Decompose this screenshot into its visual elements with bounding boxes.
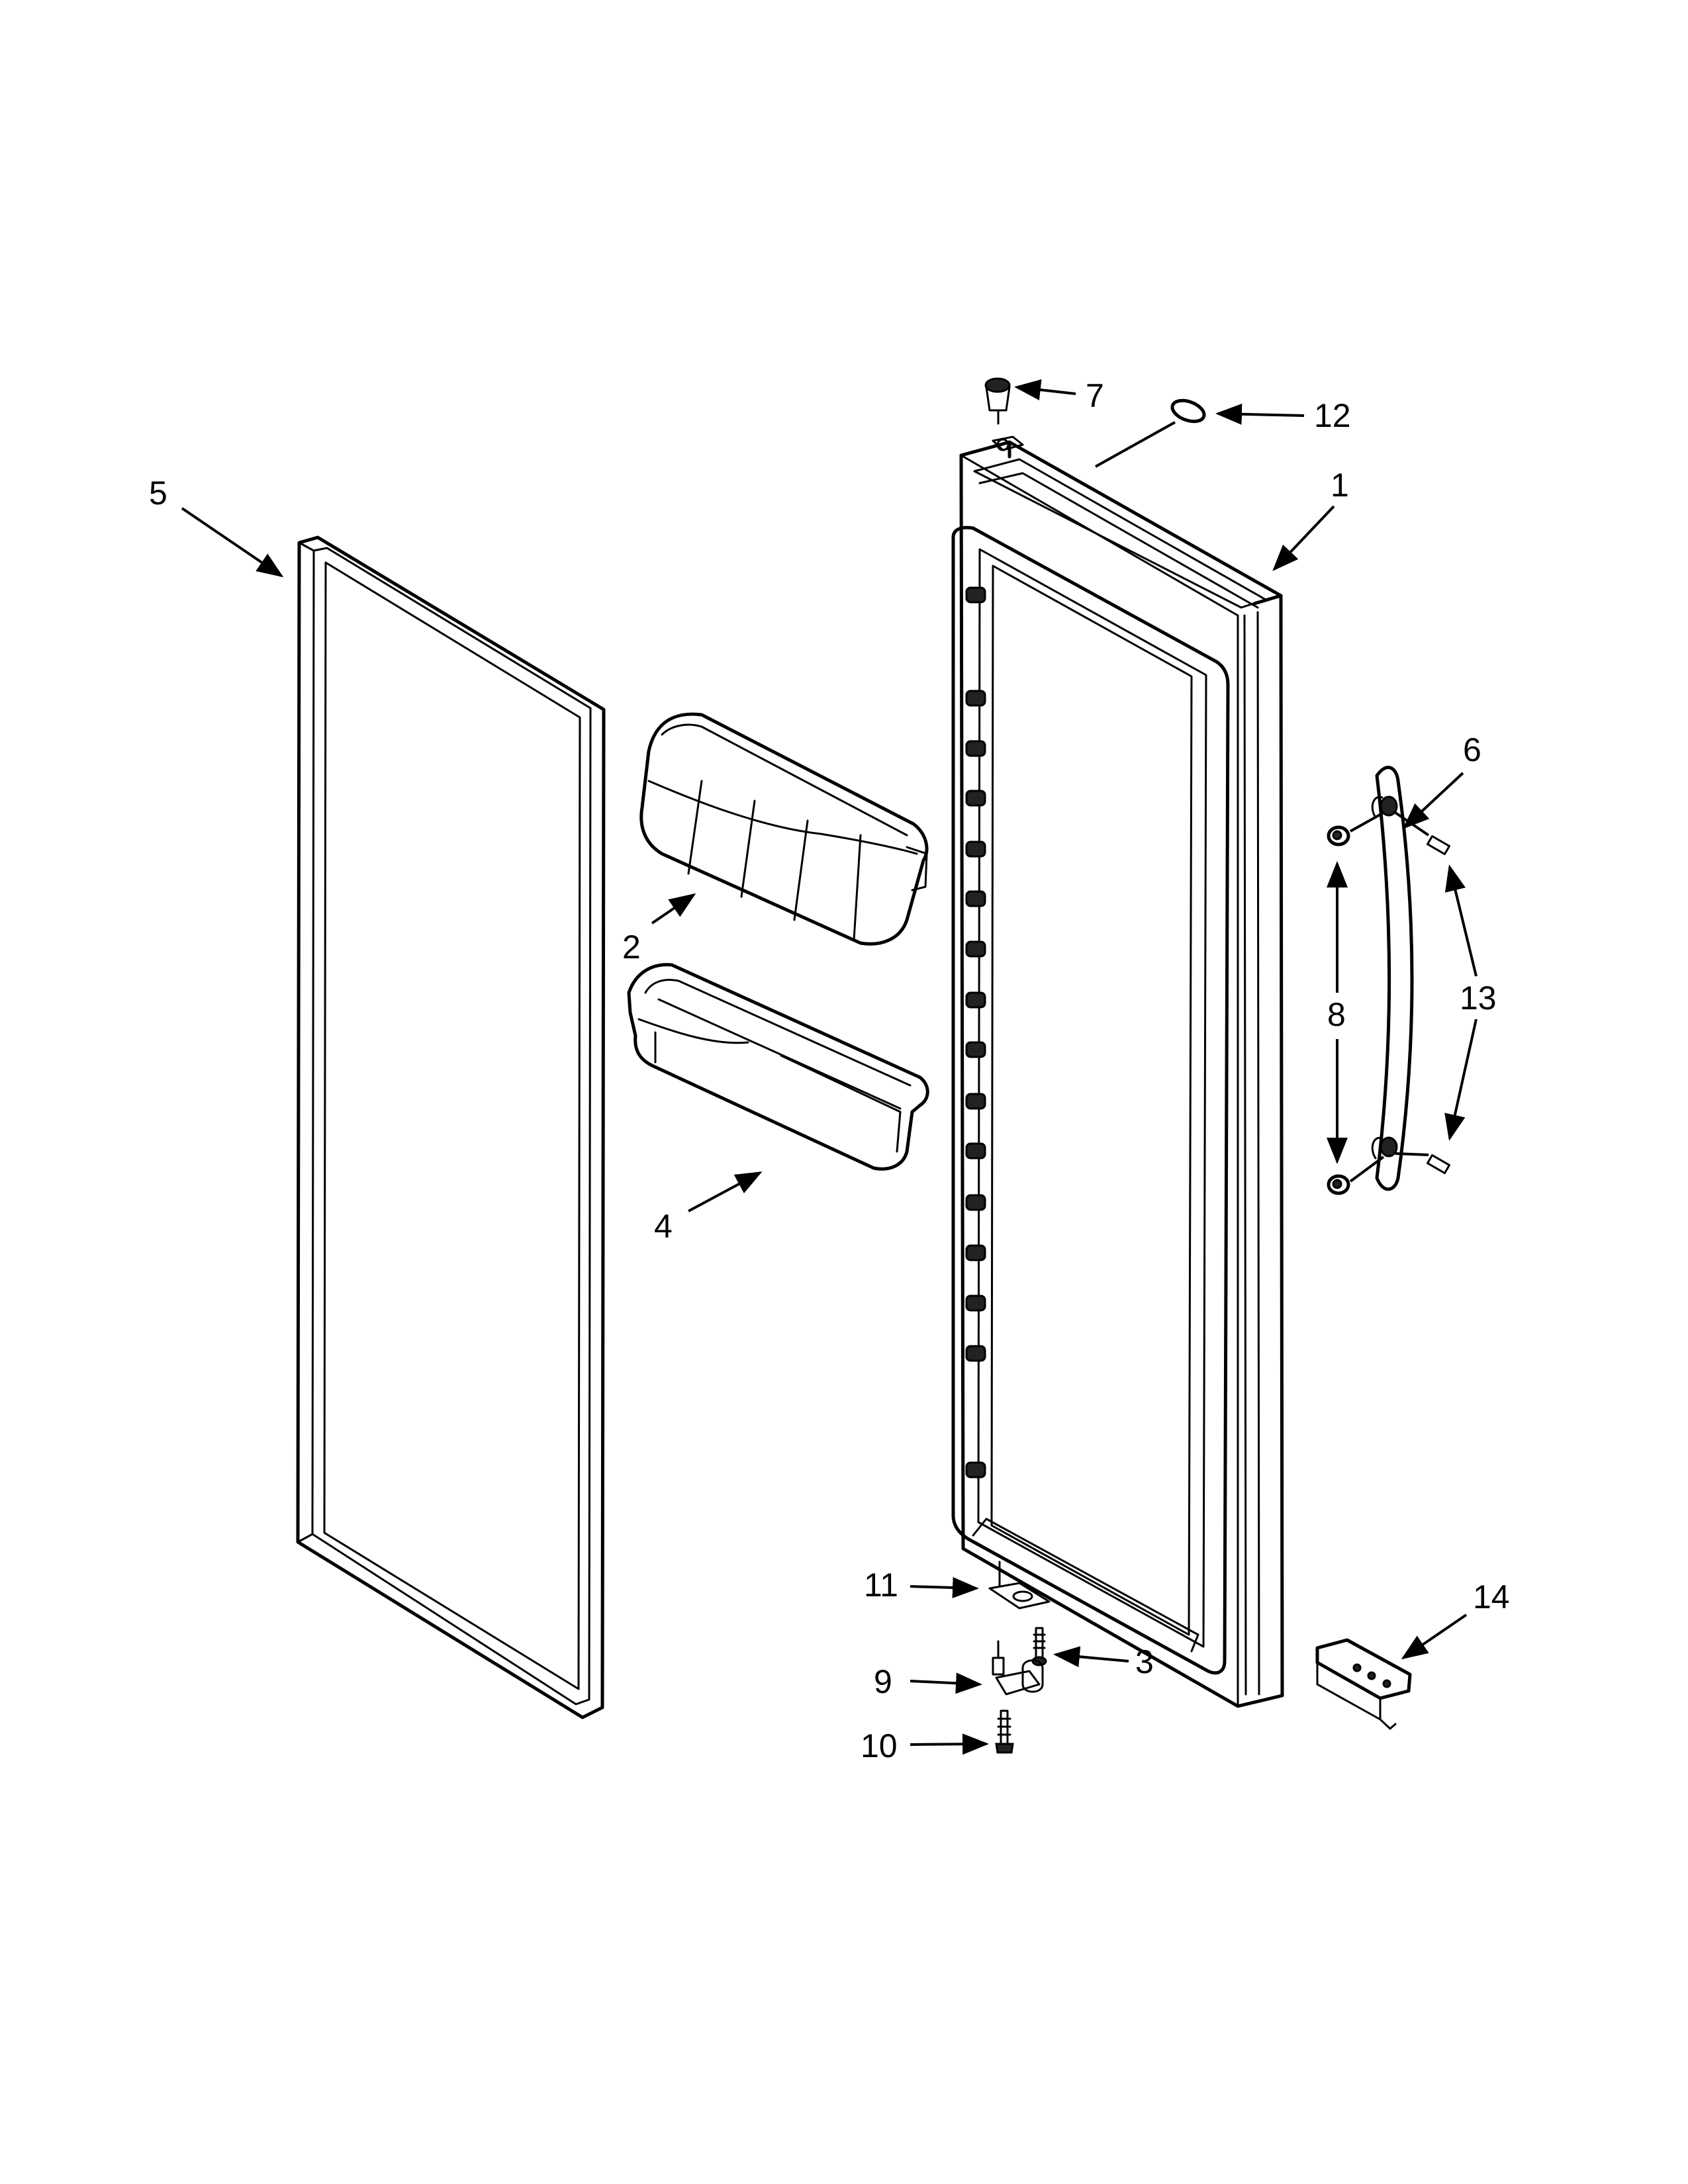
callout-10: 10 [861,1727,898,1764]
leader-5 [181,507,284,578]
leader-6-d [1395,1152,1429,1156]
callout-11: 11 [864,1567,898,1604]
washer-drawing [1170,398,1206,424]
callout-14: 14 [1473,1578,1510,1615]
leader-11 [910,1576,979,1598]
callout-3: 3 [1135,1643,1154,1680]
handle-spacers-drawing [1327,825,1350,1195]
door-bin-lower-drawing [627,963,929,1171]
door-drawing [951,435,1284,1708]
callout-6: 6 [1463,731,1481,768]
callout-labels: 5 2 4 7 12 1 6 8 13 11 3 9 10 14 [149,377,1510,1764]
callout-7: 7 [1086,377,1104,414]
door-handle-drawing [1371,766,1414,1191]
callout-8: 8 [1327,996,1346,1033]
bottom-hinge-drawing [988,1561,1051,1754]
leader-1 [1272,505,1335,571]
callout-5: 5 [149,475,167,512]
door-closure-top-drawing [984,377,1011,425]
leader-13-up [1444,864,1477,977]
leader-10 [910,1733,989,1755]
leader-12 [1215,403,1305,425]
door-bin-upper-drawing [639,712,929,946]
leader-13-down [1444,1019,1477,1141]
leader-9 [910,1672,982,1694]
leader-6 [1403,772,1464,829]
leader-6-b [1349,1156,1385,1183]
toe-grille-bracket-drawing [1315,1638,1412,1730]
leader-3 [1053,1646,1129,1668]
callout-13: 13 [1460,979,1497,1017]
leader-6-c [1394,811,1430,837]
leader-lines [181,379,1477,1755]
callout-2: 2 [622,929,641,966]
door-shelf-slots [965,586,986,1479]
leader-14 [1401,1614,1468,1660]
leader-12-to-door [1095,421,1176,468]
callout-4: 4 [654,1208,673,1245]
callout-9: 9 [874,1663,892,1700]
door-gasket-drawing [296,535,606,1719]
leader-2 [651,893,696,925]
callout-1: 1 [1331,467,1349,504]
leader-7 [1014,379,1076,400]
callout-12: 12 [1314,397,1351,434]
leader-4 [688,1171,763,1212]
leader-6-a [1350,811,1384,833]
handle-screws-drawing [1427,835,1450,1175]
